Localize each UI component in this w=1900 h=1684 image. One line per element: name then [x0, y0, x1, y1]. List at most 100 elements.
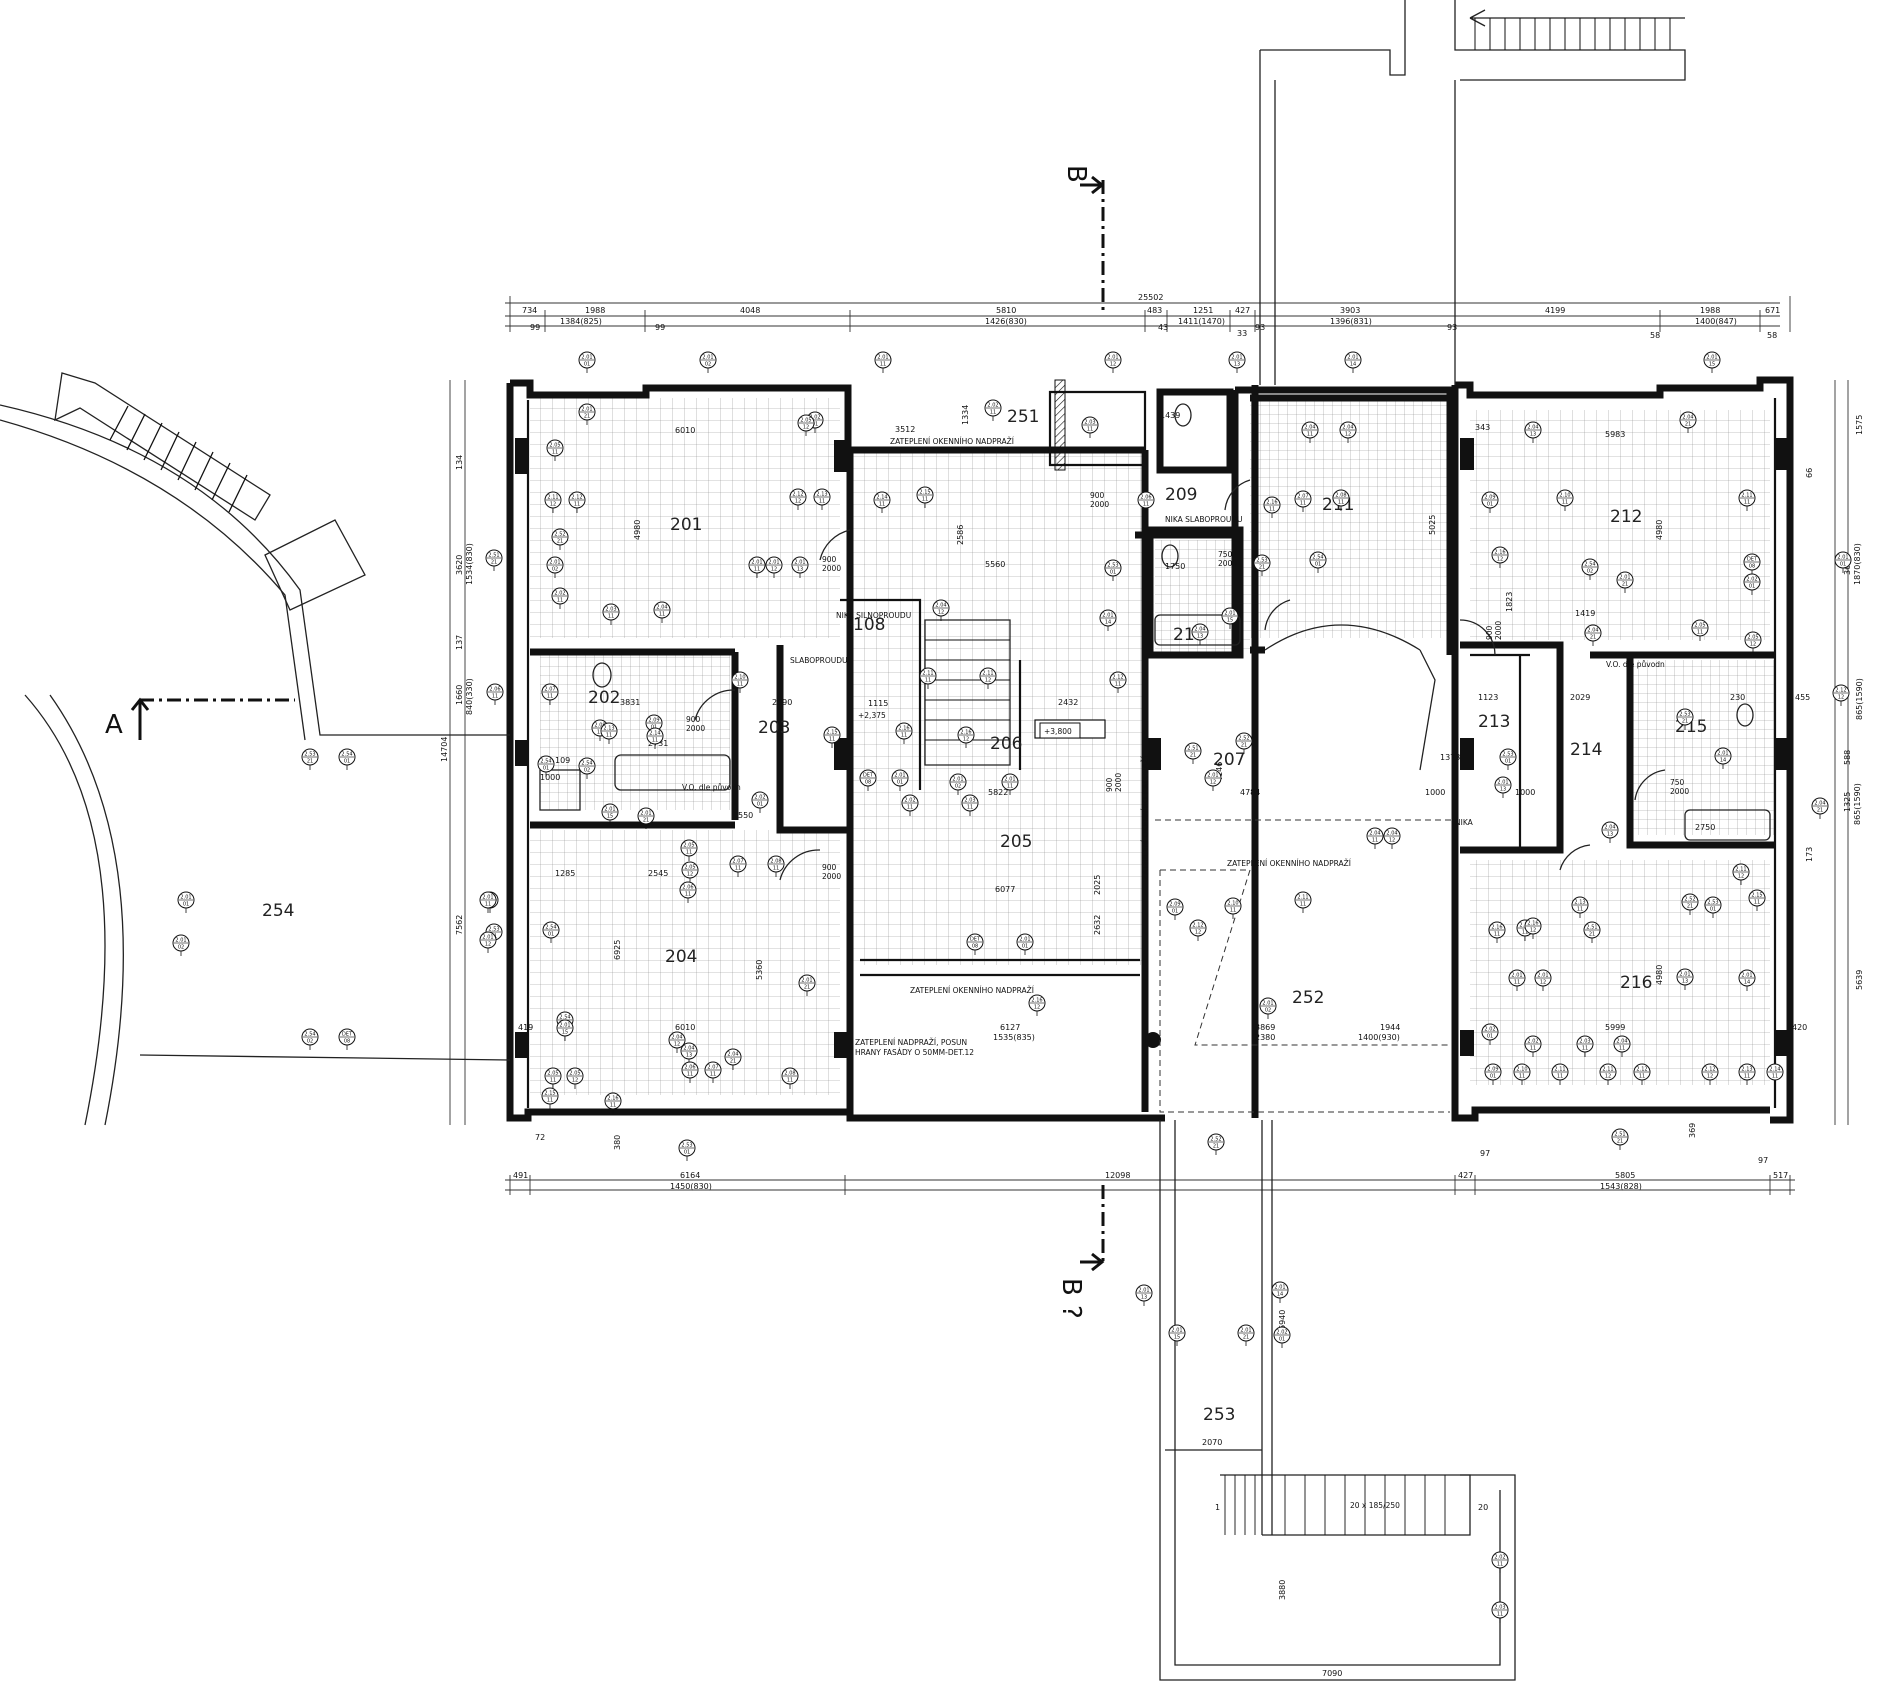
section-markers: A B B ?: [105, 165, 1091, 1319]
tag-code: 2.01: [581, 407, 592, 413]
tag-code: 2.01: [1231, 355, 1242, 361]
terrace-254: [0, 372, 511, 1126]
tag-variant: 11: [922, 497, 928, 503]
tag-code: 2.05: [569, 1071, 580, 1077]
tag-variant: 11: [925, 678, 931, 684]
tag-variant: 12: [795, 499, 801, 505]
dim-text: 1384(825): [560, 317, 602, 326]
dim-text: 1660: [455, 685, 464, 705]
tag-variant: 21: [1213, 1144, 1219, 1150]
tag-variant: 12: [674, 1042, 680, 1048]
dim-text: 1944: [1380, 1023, 1400, 1032]
tag-variant: 02: [1587, 569, 1593, 575]
tag-code: 2.14: [649, 731, 660, 737]
tag-code: 2.15: [544, 1091, 555, 1097]
dim-text: 1450(830): [670, 1182, 712, 1191]
tag-variant: 01: [1279, 1337, 1285, 1343]
tag-code: 2.04: [1616, 1039, 1627, 1045]
room-201: 201: [670, 515, 702, 535]
tag-code: 2.13: [1574, 900, 1585, 906]
tag-variant: 01: [1110, 570, 1116, 576]
tag-variant: 08: [972, 944, 978, 950]
tag-code: 2.01: [751, 560, 762, 566]
room-253: 253: [1203, 1405, 1235, 1425]
tag-variant: 01: [1315, 562, 1321, 568]
tag-code: 2.51: [488, 553, 499, 559]
dim-text: 865(1590): [1853, 783, 1862, 825]
tag-code: 2.54: [304, 1032, 315, 1038]
door-label: 9002000: [1485, 621, 1503, 640]
tag-code: 2.14: [1769, 1067, 1780, 1073]
dim-text: 66: [1805, 468, 1814, 478]
tag-variant: 01: [183, 902, 189, 908]
tag-variant: 21: [1590, 635, 1596, 641]
dim-text: 2432: [1058, 698, 1078, 707]
tag-variant: 01: [1505, 759, 1511, 765]
tag-variant: 11: [829, 737, 835, 743]
tag-variant: 11: [652, 738, 658, 744]
tag-code: 2.07: [1297, 494, 1308, 500]
tag-code: 2.12: [1192, 923, 1203, 929]
tag-code: 2.52: [1210, 1137, 1221, 1143]
tag-variant: 11: [819, 499, 825, 505]
tag-code: 2.08: [1335, 493, 1346, 499]
tag-code: 2.54: [540, 759, 551, 765]
tag-variant: 11: [1519, 1074, 1525, 1080]
section-lines: [130, 175, 1105, 1272]
tag-code: 2.53: [1256, 558, 1267, 564]
tag-variant: 01: [1022, 944, 1028, 950]
tag-variant: 11: [574, 502, 580, 508]
tag-variant: 12: [985, 678, 991, 684]
tag-variant: 11: [879, 502, 885, 508]
tag-code: 2.01: [1497, 780, 1508, 786]
tag-variant: 12: [1497, 557, 1503, 563]
tag-code: 2.01: [801, 978, 812, 984]
door-swings: [694, 479, 1666, 881]
tag-variant: 11: [606, 733, 612, 739]
dim-text: 2090: [772, 698, 792, 707]
tag-variant: 02: [955, 784, 961, 790]
tag-variant: 11: [967, 805, 973, 811]
tag-variant: 01: [1172, 909, 1178, 915]
tag-code: 2.02: [1276, 1330, 1287, 1336]
dim-text: 99: [530, 323, 540, 332]
tag-code: 2.02: [554, 591, 565, 597]
dim-text: 6127: [1000, 1023, 1020, 1032]
note-vo: V.O. dle původn: [1606, 660, 1665, 669]
material-tag: 2.1411: [646, 727, 664, 749]
tag-variant: 11: [550, 1078, 556, 1084]
tag-variant: 15: [1174, 1335, 1180, 1341]
tag-code: 2.04: [1194, 627, 1205, 633]
tag-code: 2.01: [180, 895, 191, 901]
tag-variant: 11: [754, 567, 760, 573]
tag-variant: 12: [1738, 874, 1744, 880]
dim-text: 491: [513, 1171, 528, 1180]
tag-variant: 12: [938, 610, 944, 616]
dim-text: 4980: [633, 520, 642, 540]
dim-text: 4048: [740, 306, 760, 315]
door-label: 9002000: [1105, 773, 1123, 792]
